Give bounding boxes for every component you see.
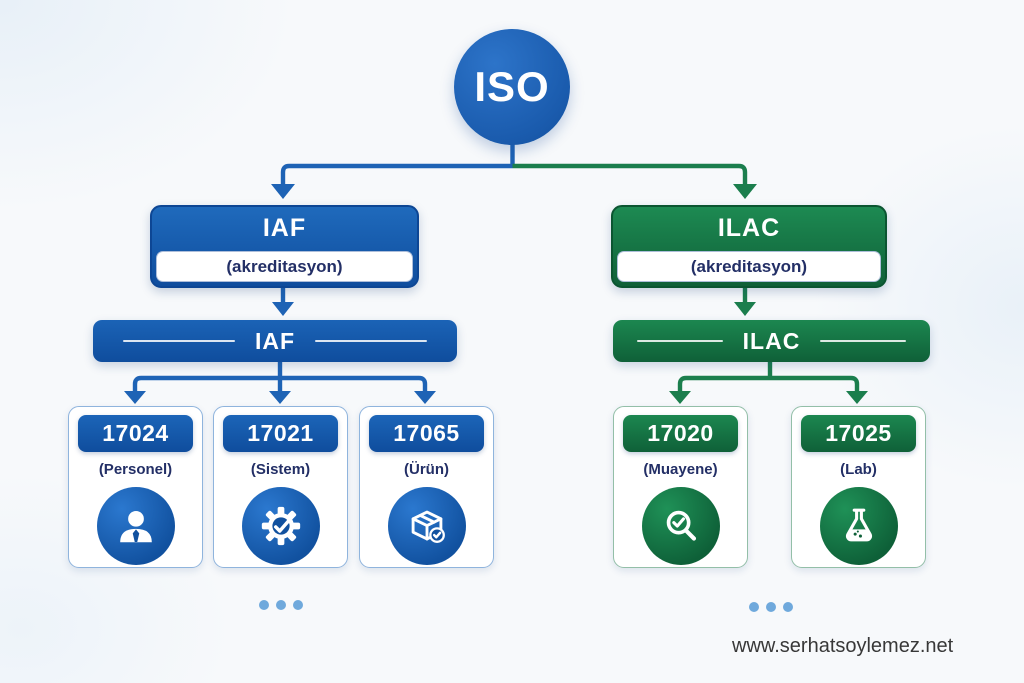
banner-decorative-line <box>315 340 428 342</box>
iaf-more-ellipsis <box>259 600 303 610</box>
banner-decorative-line <box>637 340 723 342</box>
card-label: (Muayene) <box>643 461 718 478</box>
card-label: (Lab) <box>840 461 877 478</box>
banner-decorative-line <box>122 340 235 342</box>
card-label: (Personel) <box>98 461 173 478</box>
dot <box>749 602 759 612</box>
dot <box>276 600 286 610</box>
standard-code-chip: 17025 <box>801 415 916 452</box>
gear-check-icon <box>241 487 320 565</box>
iso-root-label: ISO <box>474 63 550 110</box>
standard-code-chip: 17065 <box>369 415 484 452</box>
iaf-banner: IAF <box>93 320 457 362</box>
card-label: (Ürün) <box>404 461 449 478</box>
ilac-box: ILAC (akreditasyon) <box>611 205 887 288</box>
iso-root-node: ISO <box>454 29 570 145</box>
dot <box>293 600 303 610</box>
ilac-banner-label: ILAC <box>742 327 801 354</box>
card-17021: 17021 (Sistem) <box>213 406 348 568</box>
dot <box>259 600 269 610</box>
dot <box>766 602 776 612</box>
iaf-box-subtitle: (akreditasyon) <box>156 251 413 282</box>
card-17020: 17020 (Muayene) <box>613 406 748 568</box>
ilac-box-title: ILAC <box>717 213 781 242</box>
card-17065: 17065 (Ürün) <box>359 406 494 568</box>
ilac-more-ellipsis <box>749 602 793 612</box>
standard-code-chip: 17021 <box>223 415 338 452</box>
card-17025: 17025 (Lab) <box>791 406 926 568</box>
package-check-icon <box>387 487 466 565</box>
card-label: (Sistem) <box>250 461 311 478</box>
dot <box>783 602 793 612</box>
iaf-banner-label: IAF <box>254 327 296 354</box>
flask-icon <box>819 487 898 565</box>
person-icon <box>96 487 175 565</box>
website-watermark: www.serhatsoylemez.net <box>732 635 954 657</box>
card-17024: 17024 (Personel) <box>68 406 203 568</box>
ilac-box-subtitle: (akreditasyon) <box>617 251 881 282</box>
standard-code-chip: 17020 <box>623 415 738 452</box>
banner-decorative-line <box>820 340 907 342</box>
standard-code-chip: 17024 <box>78 415 193 452</box>
magnifier-check-icon <box>641 487 720 565</box>
ilac-banner: ILAC <box>613 320 930 362</box>
iaf-box-title: IAF <box>262 213 307 242</box>
iaf-box: IAF (akreditasyon) <box>150 205 419 288</box>
